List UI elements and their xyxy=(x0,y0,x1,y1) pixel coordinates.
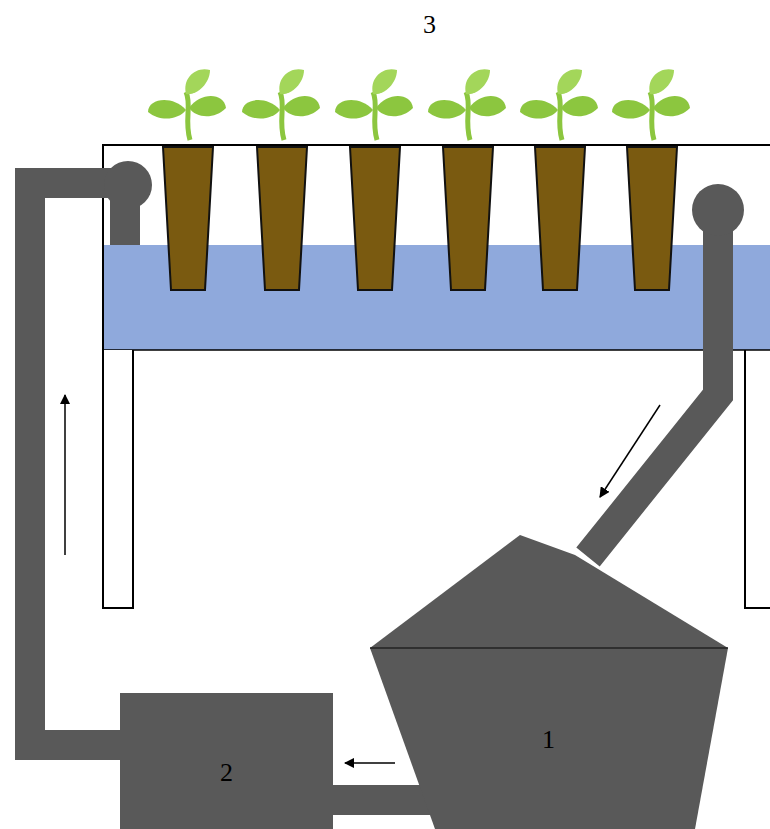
pot xyxy=(443,147,493,290)
seedling xyxy=(148,69,226,140)
pot xyxy=(257,147,307,290)
flow-arrow xyxy=(64,395,66,555)
pot xyxy=(627,147,677,290)
pot xyxy=(163,147,213,290)
seedling xyxy=(242,69,320,140)
bed-bottom xyxy=(103,349,770,351)
bed-leg xyxy=(103,350,133,608)
grow-bed: 3 xyxy=(103,145,770,350)
plant-pots xyxy=(148,69,690,290)
flow-arrow xyxy=(345,762,395,764)
flow-arrow xyxy=(600,405,660,497)
callout-number: 2 xyxy=(220,760,233,786)
pump-box: 2 xyxy=(120,693,333,829)
pot xyxy=(535,147,585,290)
callout-number: 1 xyxy=(542,727,555,753)
pot xyxy=(350,147,400,290)
pipe-connector xyxy=(588,184,744,557)
seedling xyxy=(428,69,506,140)
seedling xyxy=(335,69,413,140)
bed-leg xyxy=(745,350,770,608)
pipe-connector xyxy=(30,161,152,745)
bed-outline xyxy=(103,145,770,350)
seedling xyxy=(520,69,598,140)
callout-number: 3 xyxy=(423,12,436,38)
tank-shape xyxy=(370,535,728,829)
reservoir-tank: 1 xyxy=(370,535,728,829)
seedling xyxy=(612,69,690,140)
